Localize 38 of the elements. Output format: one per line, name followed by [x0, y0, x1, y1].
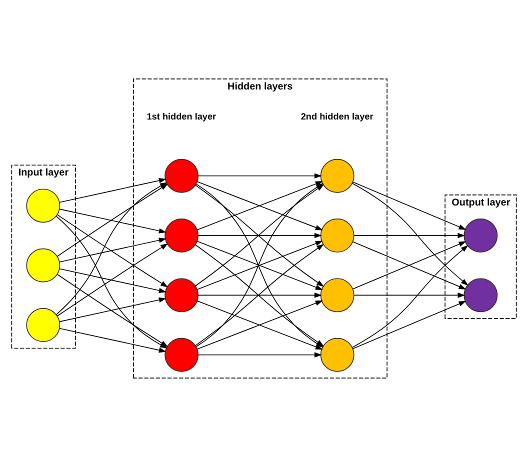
arrow — [196, 181, 323, 230]
node-circle — [26, 188, 60, 223]
node-circle — [464, 278, 498, 312]
label: 2nd hidden layer — [300, 111, 374, 122]
node-circle — [320, 278, 354, 312]
arrow — [352, 182, 468, 286]
arrow — [354, 292, 466, 298]
node-circle — [320, 218, 354, 253]
arrow — [352, 300, 466, 350]
cluster: Input layer — [11, 164, 76, 349]
arrow — [59, 297, 166, 322]
arrow — [196, 240, 323, 290]
arrow — [354, 232, 466, 238]
node-circle — [164, 338, 199, 372]
arrow — [198, 292, 322, 298]
arrow — [198, 232, 322, 238]
arrow — [198, 173, 322, 178]
node-circle — [164, 158, 199, 193]
arrow — [59, 268, 166, 294]
node-circle — [164, 218, 199, 253]
node-circle — [320, 158, 354, 193]
arrow — [352, 244, 468, 348]
node-circle — [464, 218, 498, 253]
node-circle — [26, 248, 60, 282]
label: 1st hidden layer — [146, 111, 216, 122]
arrow — [352, 182, 466, 230]
arrow — [56, 243, 168, 316]
node-circle — [164, 278, 199, 312]
arrow — [198, 352, 322, 358]
arrow — [56, 214, 168, 288]
arrow — [59, 328, 166, 353]
arrow — [59, 178, 166, 203]
node-circle — [320, 338, 354, 372]
arrow — [59, 208, 166, 234]
arrow — [352, 241, 466, 290]
cluster: Output layer — [444, 194, 517, 319]
arrow — [59, 238, 166, 262]
node-circle — [26, 308, 60, 342]
